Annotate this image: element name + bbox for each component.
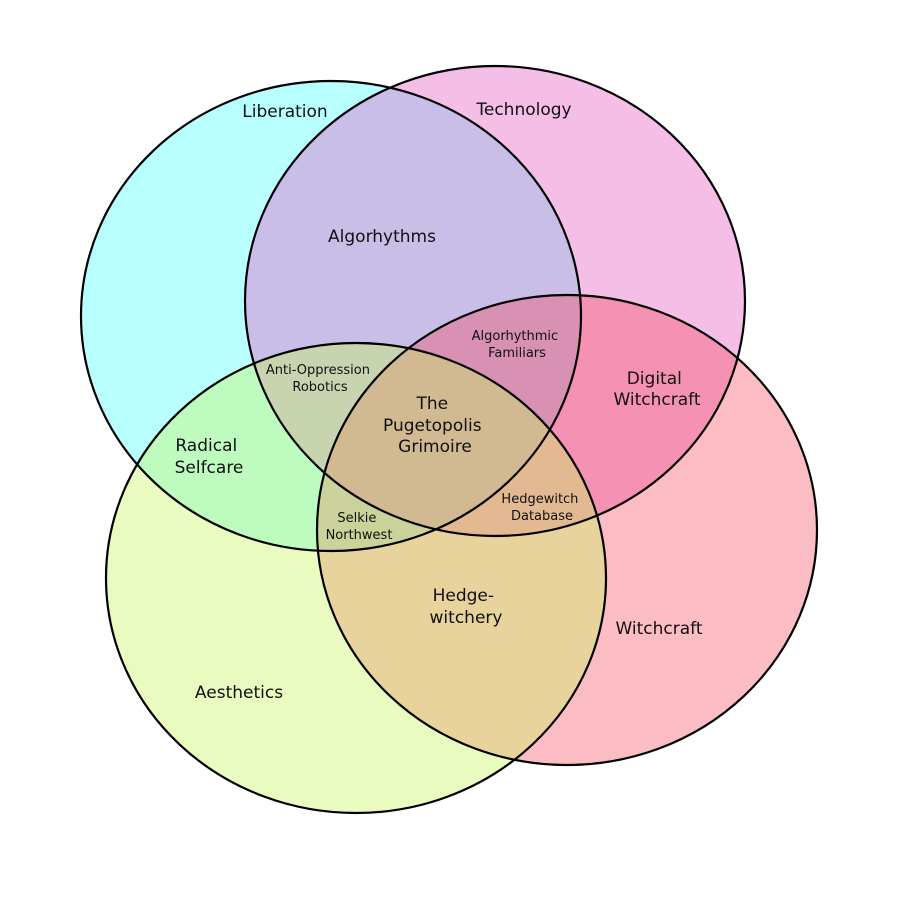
hedgewitch-database-line-1: Hedgewitch [501, 492, 578, 507]
selkie-northwest-line-2: Northwest [326, 528, 393, 543]
hedgewitchery-label: Hedge- witchery [430, 586, 503, 628]
digital-witchcraft-line-2: Witchcraft [613, 390, 700, 410]
digital-witchcraft-label: Digital Witchcraft [613, 369, 700, 410]
algorhythmic-familiars-label: Algorhythmic Familiars [472, 329, 563, 361]
hedgewitch-database-line-2: Database [511, 509, 573, 524]
selkie-northwest-line-1: Selkie [337, 511, 376, 526]
set-labels: Liberation Technology Witchcraft Aesthet… [195, 100, 703, 703]
algorhythms-label: Algorhythms [328, 227, 436, 247]
technology-label: Technology [475, 100, 571, 120]
pugetopolis-grimoire-line-1: The [415, 394, 448, 414]
anti-oppression-robotics-label: Anti-Oppression Robotics [266, 363, 374, 395]
digital-witchcraft-line-1: Digital [627, 369, 682, 389]
set-outlines [79, 64, 819, 815]
algorhythmic-familiars-line-2: Familiars [488, 346, 546, 361]
radical-selfcare-label: Radical Selfcare [175, 436, 244, 478]
algorhythms-line-1: Algorhythms [328, 227, 436, 247]
technology-outline [243, 64, 747, 538]
aesthetics-label: Aesthetics [195, 683, 283, 703]
anti-oppression-robotics-line-2: Robotics [292, 380, 347, 395]
liberation-outline [79, 79, 583, 553]
radical-selfcare-line-1: Radical [175, 436, 237, 456]
witchcraft-label: Witchcraft [615, 619, 702, 639]
aesthetics-set-ellipse [106, 343, 606, 813]
pugetopolis-grimoire-line-3: Grimoire [398, 437, 472, 457]
witchcraft-outline [315, 293, 819, 767]
radical-selfcare-line-2: Selfcare [175, 458, 244, 478]
hedgewitchery-line-1: Hedge- [433, 586, 494, 606]
anti-oppression-robotics-line-1: Anti-Oppression [266, 363, 370, 378]
set-fills [81, 66, 817, 813]
liberation-label: Liberation [242, 102, 327, 122]
witchcraft-set-ellipse [317, 295, 817, 765]
pugetopolis-grimoire-line-2: Pugetopolis [383, 416, 482, 436]
region-labels: Algorhythms Algorhythmic Familiars Digit… [175, 227, 701, 628]
hedgewitch-database-label: Hedgewitch Database [501, 492, 582, 524]
selkie-northwest-label: Selkie Northwest [326, 511, 393, 543]
hedgewitchery-line-2: witchery [430, 608, 503, 628]
liberation-set-ellipse [81, 81, 581, 551]
technology-set-ellipse [245, 66, 745, 536]
algorhythmic-familiars-line-1: Algorhythmic [472, 329, 559, 344]
pugetopolis-grimoire-label: The Pugetopolis Grimoire [383, 394, 487, 457]
aesthetics-outline [104, 341, 608, 815]
